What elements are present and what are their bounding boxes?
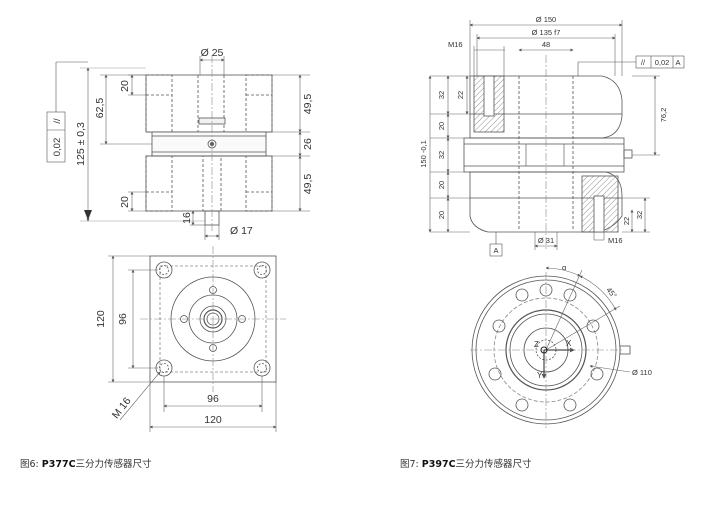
sensor-ring — [463, 137, 625, 173]
dim-20b: 20 — [437, 181, 446, 189]
top-right-bolt-hole — [245, 74, 273, 133]
dim-32b: 32 — [437, 151, 446, 159]
dim-20c: 20 — [437, 211, 446, 219]
parallelism-icon: // — [641, 58, 646, 67]
dim-32c: 32 — [635, 211, 644, 219]
caption-prefix: 图6: — [20, 459, 39, 470]
bottom-block — [145, 155, 273, 212]
caption-p377c: 图6: P377C三分力传感器尺寸 — [20, 456, 152, 470]
dim-right-bot: 49,5 — [302, 174, 314, 195]
dim-bottom-dia: Ø 17 — [230, 225, 253, 237]
connector — [623, 149, 633, 159]
top-flange — [469, 75, 623, 139]
dim-22a: 22 — [456, 91, 465, 99]
dim-m16-bot: M16 — [608, 236, 623, 245]
p397c-side-view — [463, 55, 633, 250]
dim-48: 48 — [542, 40, 550, 49]
bottom-right-bolt-hole — [245, 155, 273, 212]
caption-model: P377C — [41, 459, 76, 470]
tolerance-value: 0,02 — [52, 138, 63, 157]
caption-model: P397C — [421, 459, 456, 470]
dim-32a: 32 — [437, 91, 446, 99]
p377c-side-dimensions — [46, 56, 310, 240]
dim-m16-top: M16 — [448, 40, 463, 49]
dim-22b: 22 — [622, 217, 631, 225]
dim-150-height: 150 -0,1 — [419, 140, 428, 168]
caption-prefix: 图7: — [400, 459, 419, 470]
dim-20a: 20 — [437, 122, 446, 130]
dim-dia110: Ø 110 — [632, 368, 652, 377]
z-axis-symbol — [540, 346, 548, 354]
axis-y-label: Y — [537, 371, 543, 380]
dim-16: 16 — [181, 212, 193, 224]
datum-ref: A — [675, 58, 680, 67]
dim-left-half: 62,5 — [94, 98, 106, 119]
dim-outer-h: 120 — [204, 414, 222, 426]
p397c-plan-dimensions — [545, 266, 631, 373]
dim-inner-h: 96 — [207, 393, 219, 405]
dim-dia150: Ø 150 — [536, 15, 556, 24]
dim-dia135: Ø 135 f7 — [532, 28, 561, 37]
dim-dia31: Ø 31 — [538, 236, 554, 245]
p397c-plan-view — [470, 272, 631, 428]
parallelism-icon: // — [52, 118, 63, 124]
p377c-side-view — [145, 55, 273, 232]
dim-top-20: 20 — [119, 80, 131, 92]
datum-label: A — [493, 246, 498, 255]
p397c-side-labels: Ø 150 Ø 135 f7 48 M16 32 22 20 32 20 20 … — [419, 15, 681, 255]
caption-suffix: 三分力传感器尺寸 — [75, 459, 152, 470]
p377c-datum-arrow — [84, 210, 92, 220]
bottom-left-bolt-hole — [145, 155, 173, 212]
dim-right-top: 49,5 — [302, 94, 314, 115]
dim-45: 45° — [604, 286, 618, 300]
p377c-plan-dimensions — [108, 255, 277, 432]
dim-inner-v: 96 — [117, 313, 129, 325]
axis-x-label: X — [566, 339, 572, 348]
p397c-side-dimensions — [428, 20, 685, 257]
caption-p397c: 图7: P397C三分力传感器尺寸 — [400, 456, 532, 470]
dim-bot-20: 20 — [119, 196, 131, 208]
dim-left-total: 125 ± 0,3 — [75, 122, 87, 166]
dim-top-dia: Ø 25 — [201, 47, 224, 59]
dim-angle-alpha: α — [562, 263, 567, 272]
axis-z-label: Z — [534, 340, 539, 349]
p377c-side-labels: Ø 25 Ø 17 49,5 26 49,5 125 ± 0,3 62,5 20… — [52, 47, 314, 237]
p397c-axes — [540, 346, 575, 379]
p377c-plan-view — [140, 246, 286, 392]
dim-right-mid: 26 — [302, 138, 314, 150]
bolt-circle-holes — [488, 283, 604, 412]
top-left-bolt-hole — [145, 74, 173, 133]
dim-outer-v: 120 — [95, 310, 107, 328]
tolerance-value: 0,02 — [655, 58, 670, 67]
dim-762: 76,2 — [659, 108, 668, 123]
caption-suffix: 三分力传感器尺寸 — [455, 459, 532, 470]
